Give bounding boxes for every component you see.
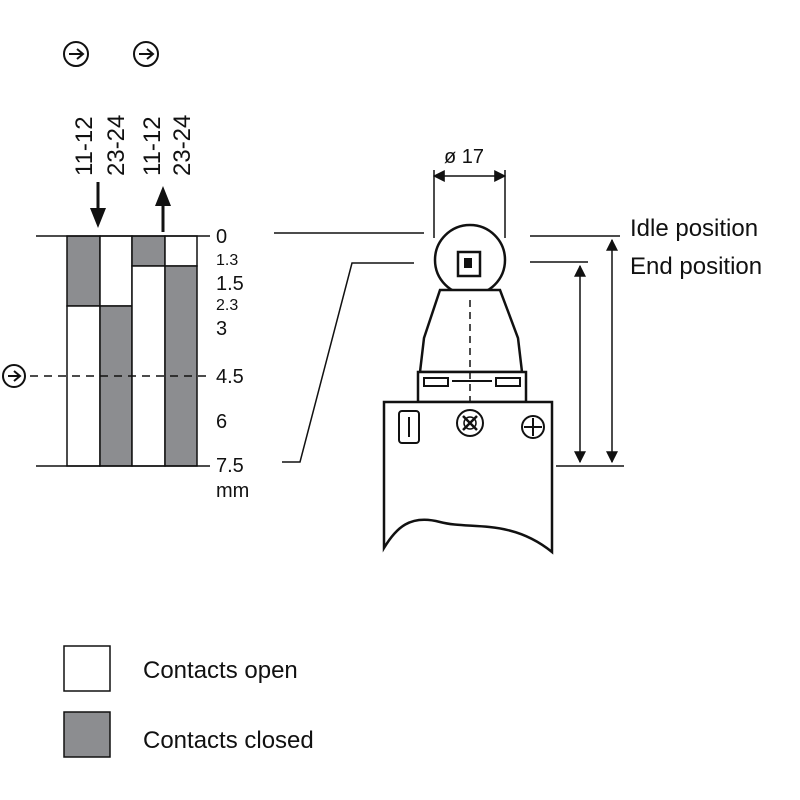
- travel-tick: 7.5: [216, 455, 244, 477]
- legend-open-label: Contacts open: [143, 657, 298, 684]
- contact-bar: [164, 235, 198, 267]
- circle-arrow-icon: [63, 41, 89, 67]
- travel-tick: 1.3: [216, 252, 238, 269]
- circle-arrow-icon: [2, 364, 26, 388]
- travel-tick: 4.5: [216, 366, 244, 388]
- contact-bar: [131, 265, 166, 467]
- travel-unit: mm: [216, 480, 249, 502]
- contact-bar: [99, 235, 133, 307]
- legend-swatch-open: [63, 645, 111, 692]
- contact-bar: [99, 305, 133, 467]
- contact-bar: [66, 305, 101, 467]
- limit-switch-drawing: [382, 223, 554, 555]
- legend-closed-label: Contacts closed: [143, 727, 314, 754]
- column-label: 11-12: [71, 116, 98, 176]
- legend-swatch-closed: [63, 711, 111, 758]
- end-position-label: End position: [630, 253, 762, 280]
- travel-tick: 0: [216, 226, 227, 248]
- travel-tick: 1.5: [216, 273, 244, 295]
- idle-position-label: Idle position: [630, 215, 758, 242]
- legend: Contacts open Contacts closed: [63, 645, 314, 758]
- arrow-up-icon: [155, 186, 171, 232]
- circle-arrow-icon: [133, 41, 159, 67]
- arrow-down-icon: [90, 182, 106, 228]
- contact-bar: [164, 265, 198, 467]
- contact-bar: [131, 235, 166, 267]
- travel-tick: 3: [216, 318, 227, 340]
- travel-tick: 2.3: [216, 297, 238, 314]
- column-label: 23-24: [169, 115, 196, 176]
- diameter-label: ø 17: [444, 146, 484, 168]
- column-label: 11-12: [139, 116, 166, 176]
- contact-bar: [66, 235, 101, 307]
- contact-chart: [30, 235, 210, 467]
- travel-tick: 6: [216, 411, 227, 433]
- diameter-dimension: ø 17: [432, 146, 507, 238]
- column-label: 23-24: [103, 115, 130, 176]
